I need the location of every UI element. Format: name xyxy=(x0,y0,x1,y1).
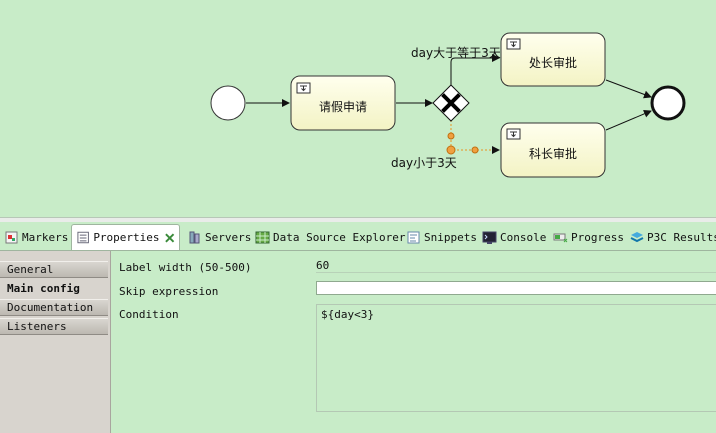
user-task-icon xyxy=(506,128,521,140)
tab-label: Data Source Explorer xyxy=(273,230,406,244)
console-icon xyxy=(482,231,497,244)
flow-director-to-end[interactable] xyxy=(605,79,652,99)
task-label: 科长审批 xyxy=(529,146,577,161)
properties-icon xyxy=(77,231,89,244)
flow-handle[interactable] xyxy=(446,145,456,155)
tab-snippets[interactable]: Snippets xyxy=(402,224,481,250)
bpmn-diagram-canvas[interactable]: 请假申请 处长审批 科长审批 day大于等于3天 day小于3天 xyxy=(0,0,716,217)
skip-expression-field[interactable] xyxy=(316,281,716,295)
nav-item-label: Documentation xyxy=(7,301,94,314)
tab-label: Servers xyxy=(205,230,252,244)
tab-label: Progress xyxy=(571,230,624,244)
servers-icon xyxy=(189,231,200,243)
tab-label: P3C Results xyxy=(647,230,716,244)
nav-item-documentation[interactable]: Documentation xyxy=(0,299,108,316)
condition-label: Condition xyxy=(119,308,179,321)
nav-item-label: Main config xyxy=(7,282,80,295)
flow-gateway-to-section-chief[interactable] xyxy=(450,120,500,154)
end-event[interactable] xyxy=(650,85,686,121)
tab-progress[interactable]: Progress xyxy=(549,224,628,250)
flow-section-chief-to-end[interactable] xyxy=(605,110,652,131)
task-label: 处长审批 xyxy=(529,55,577,70)
task-apply-leave[interactable]: 请假申请 xyxy=(290,75,396,131)
label-width-label: Label width (50-500) xyxy=(119,261,252,274)
nav-item-main-config[interactable]: Main config xyxy=(0,280,108,297)
properties-panel: General Main config Documentation Listen… xyxy=(0,251,716,433)
markers-icon xyxy=(5,231,18,243)
progress-icon xyxy=(553,233,568,242)
exclusive-gateway[interactable] xyxy=(432,84,470,122)
condition-field[interactable]: ${day<3} xyxy=(316,304,716,412)
skip-expression-label: Skip expression xyxy=(119,285,219,298)
x-icon xyxy=(441,93,461,113)
flow-gateway-to-director[interactable] xyxy=(450,54,500,86)
task-label: 请假申请 xyxy=(319,100,367,114)
nav-item-listeners[interactable]: Listeners xyxy=(0,318,108,335)
task-director-approval[interactable]: 处长审批 xyxy=(500,32,606,87)
nav-item-general[interactable]: General xyxy=(0,261,108,278)
tab-label: Console xyxy=(500,230,547,244)
flow-handle[interactable] xyxy=(471,146,479,154)
snippets-icon xyxy=(407,231,420,243)
nav-item-label: General xyxy=(7,263,54,276)
tab-console[interactable]: Console xyxy=(478,224,550,250)
user-task-icon xyxy=(296,82,311,94)
tab-markers[interactable]: Markers xyxy=(0,224,72,250)
data-source-icon xyxy=(255,231,270,243)
p3c-icon xyxy=(630,231,644,242)
tab-servers[interactable]: Servers xyxy=(183,224,255,250)
task-section-chief-approval[interactable]: 科长审批 xyxy=(500,122,606,178)
properties-nav: General Main config Documentation Listen… xyxy=(0,251,111,433)
tab-properties[interactable]: Properties xyxy=(71,224,180,250)
close-icon[interactable] xyxy=(164,232,175,244)
start-event[interactable] xyxy=(210,85,246,121)
tab-p3c-results[interactable]: P3C Results xyxy=(625,224,716,250)
tab-label: Markers xyxy=(22,230,69,244)
flow-label-lt3[interactable]: day小于3天 xyxy=(391,156,457,170)
flow-label-gte3[interactable]: day大于等于3天 xyxy=(411,46,501,60)
nav-item-label: Listeners xyxy=(7,320,67,333)
tab-data-source-explorer[interactable]: Data Source Explorer xyxy=(251,224,409,250)
label-width-field[interactable]: 60 xyxy=(316,259,716,273)
user-task-icon xyxy=(506,38,521,50)
view-tab-bar: Markers Properties Servers Data Source E… xyxy=(0,222,716,251)
view-divider[interactable] xyxy=(0,217,716,222)
tab-label: Properties xyxy=(93,231,160,244)
tab-label: Snippets xyxy=(424,230,477,244)
flow-handle[interactable] xyxy=(447,132,455,140)
